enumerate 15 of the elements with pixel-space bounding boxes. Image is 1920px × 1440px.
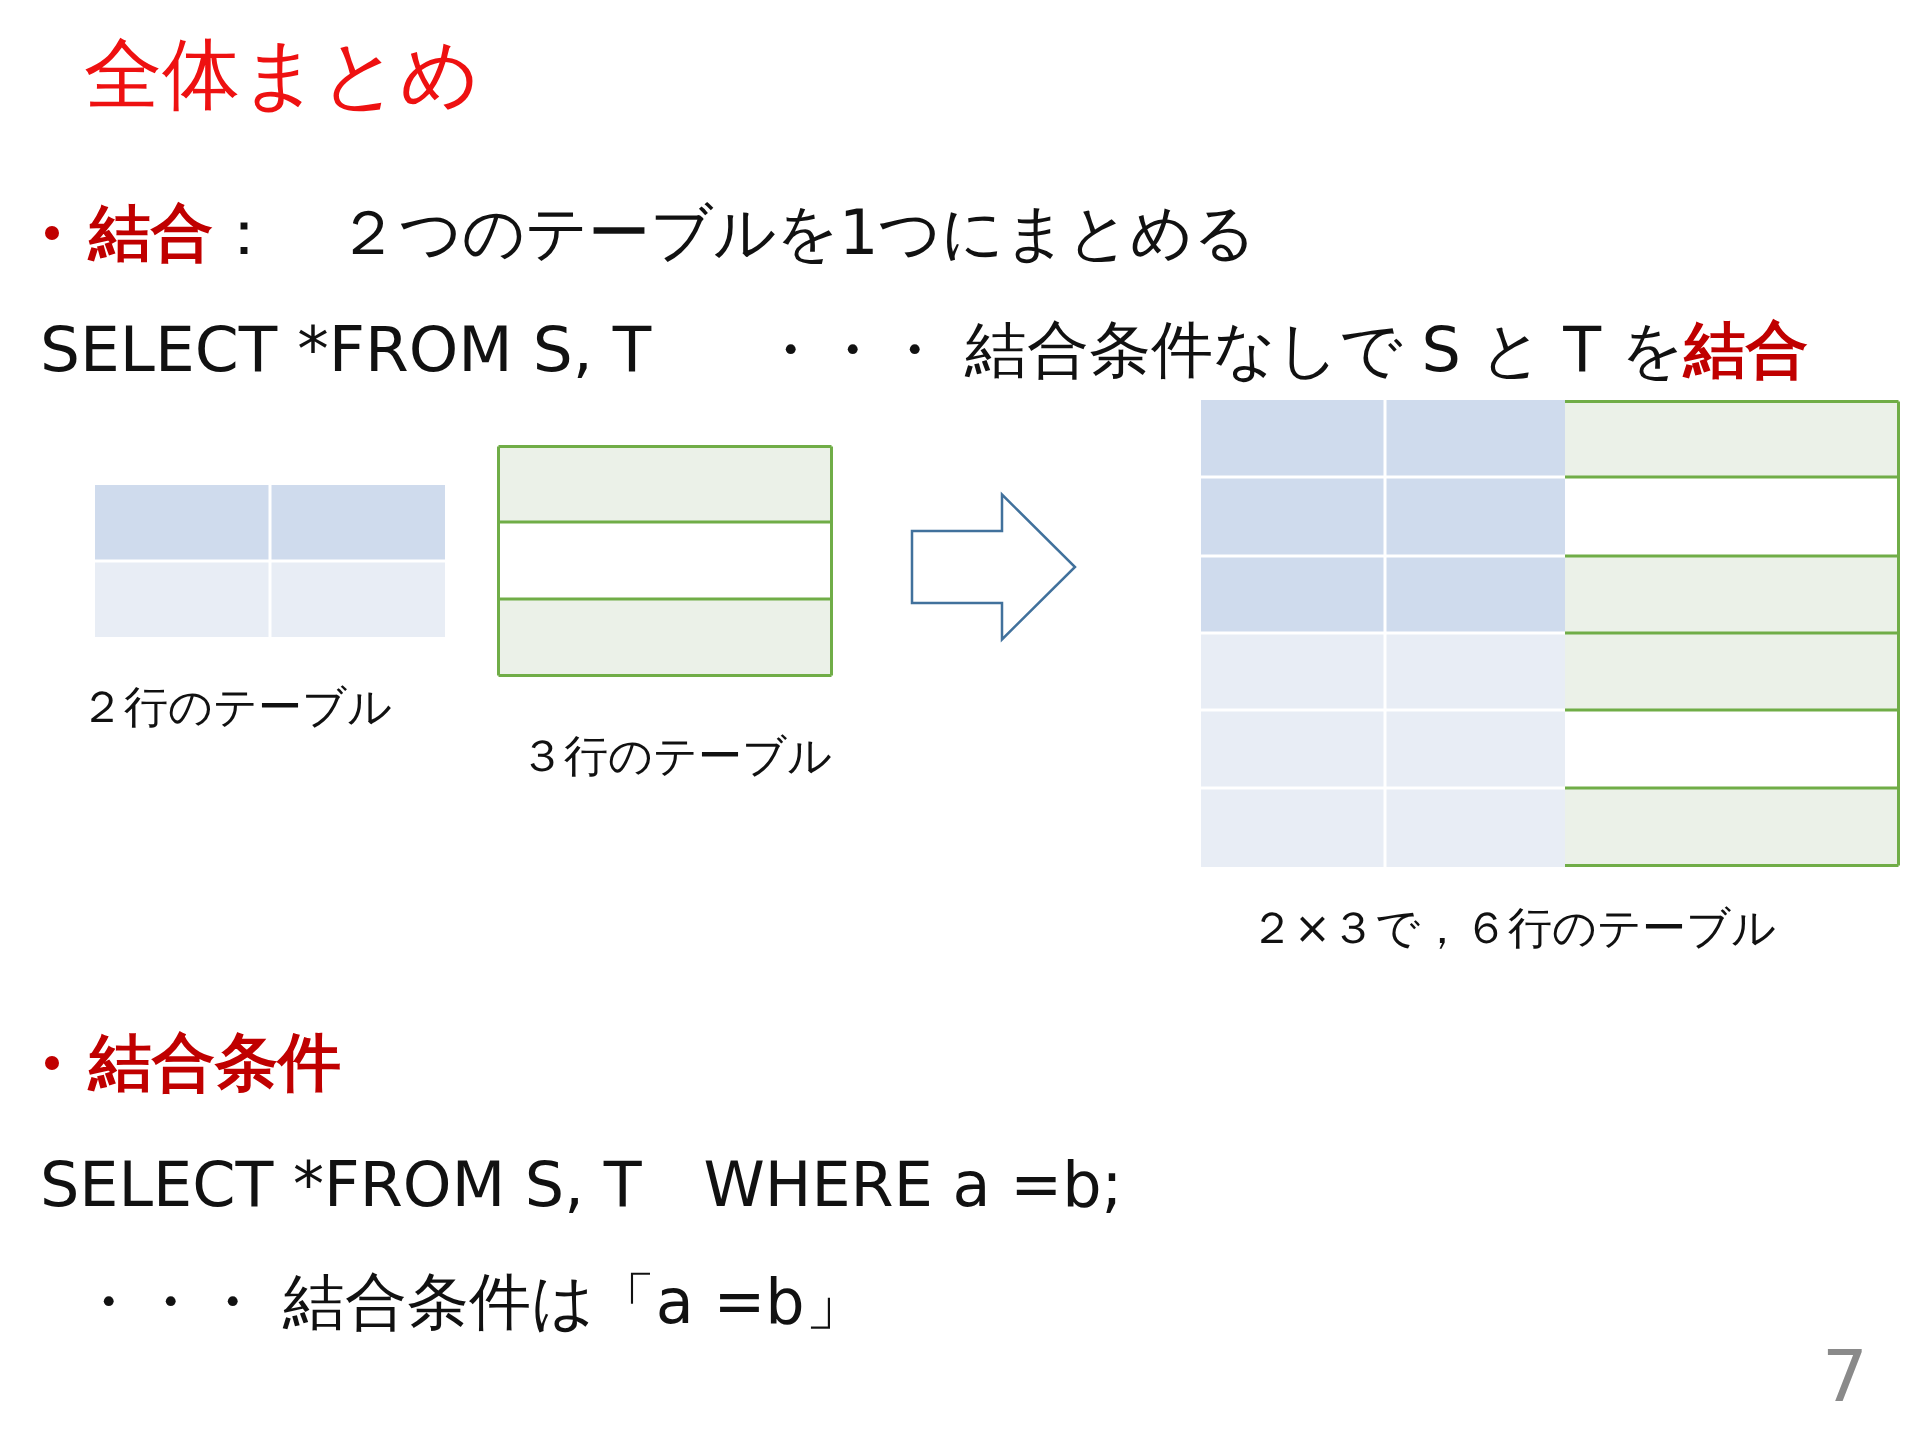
slide-title: 全体まとめ xyxy=(84,28,480,122)
bullet-text: 結合： ２つのテーブルを1つにまとめる xyxy=(89,195,1257,271)
note-text: ・・・ 結合条件は「a =b」 xyxy=(77,1264,867,1340)
page-number: 7 xyxy=(1822,1332,1868,1420)
note-text: ・・・ 結合条件なしで S と T を結合 xyxy=(759,312,1808,388)
sql-query: SELECT *FROM S, T xyxy=(40,312,652,388)
table-caption: ２×３で，６行のテーブル xyxy=(1250,901,1776,955)
table-caption: ３行のテーブル xyxy=(520,729,832,783)
table-grid xyxy=(497,445,833,677)
block-arrow xyxy=(910,491,1077,643)
table-caption: ２行のテーブル xyxy=(80,680,392,734)
table-grid xyxy=(95,485,445,637)
table-grid xyxy=(1201,400,1900,867)
sql-query: SELECT *FROM S, T WHERE a =b; xyxy=(40,1147,1123,1223)
bullet-heading: 結合条件 xyxy=(89,1025,341,1101)
